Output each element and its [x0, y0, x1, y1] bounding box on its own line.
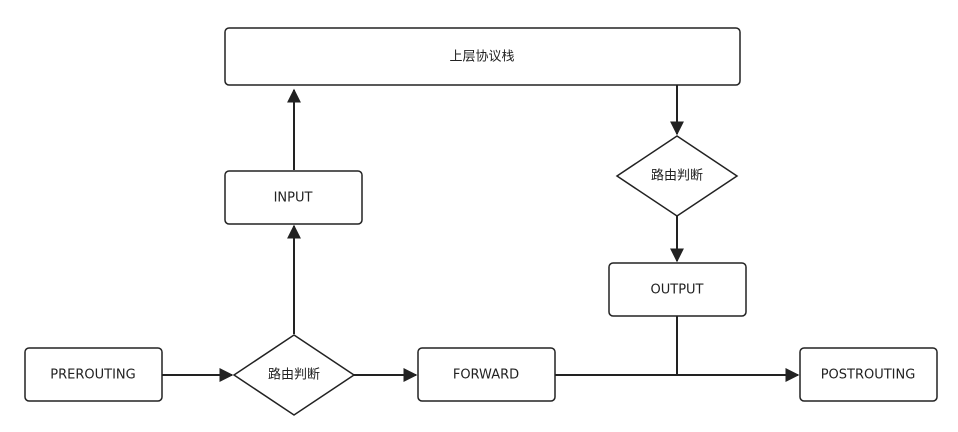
- forward-label: FORWARD: [453, 368, 519, 383]
- input-label: INPUT: [274, 191, 313, 206]
- route-decision-bottom-node: 路由判断: [232, 334, 356, 416]
- postrouting-node: POSTROUTING: [799, 347, 938, 402]
- forward-node: FORWARD: [417, 347, 556, 402]
- route-decision-top-node: 路由判断: [615, 135, 739, 217]
- edges: [162, 85, 800, 382]
- upper-stack-node: 上层协议栈: [224, 27, 741, 86]
- output-node: OUTPUT: [608, 262, 747, 317]
- route-decision-bottom-label: 路由判断: [268, 367, 320, 383]
- output-label: OUTPUT: [651, 283, 704, 298]
- prerouting-label: PREROUTING: [50, 368, 135, 383]
- input-node: INPUT: [224, 170, 363, 225]
- prerouting-node: PREROUTING: [24, 347, 163, 402]
- route-decision-top-label: 路由判断: [651, 168, 703, 184]
- upper-stack-label: 上层协议栈: [449, 50, 514, 65]
- postrouting-label: POSTROUTING: [821, 368, 916, 383]
